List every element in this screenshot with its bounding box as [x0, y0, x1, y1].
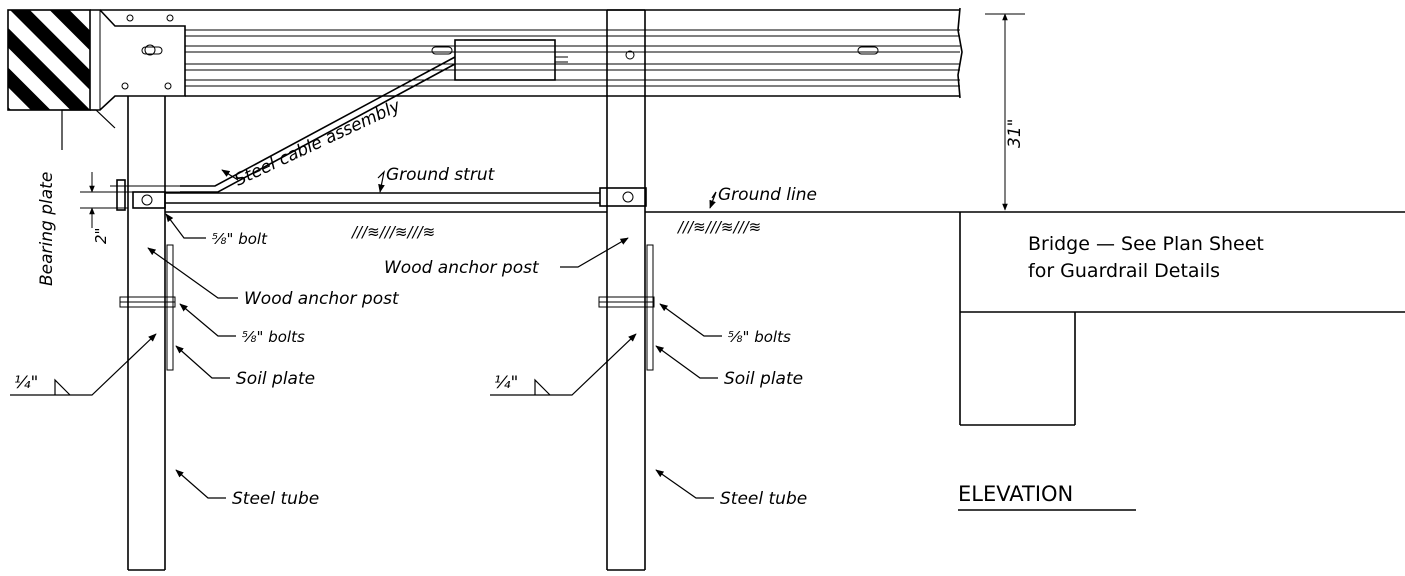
elevation-title: ELEVATION — [958, 482, 1073, 506]
right-wood-post-label: Wood anchor post — [384, 258, 540, 278]
right-soil-plate-label: Soil plate — [724, 369, 803, 389]
bridge-note-line2: for Guardrail Details — [1028, 260, 1220, 282]
left-weld-label: ¼" — [14, 373, 38, 393]
ground-strut-label: Ground strut — [386, 165, 496, 185]
right-bolts-callout: ⅝" bolts — [659, 303, 791, 346]
guardrail-beam — [100, 7, 963, 99]
right-soil-plate-callout: Soil plate — [655, 345, 803, 389]
ground-strut-callout: Ground strut — [377, 165, 496, 193]
left-wood-post-label: Wood anchor post — [244, 289, 400, 309]
dimension-height: 31" — [985, 13, 1025, 211]
bearing-plate-callout: Bearing plate — [37, 109, 116, 286]
ground-line-callout: Ground line — [709, 185, 817, 209]
right-weld-label: ¼" — [494, 373, 518, 393]
bolt-callout: ⅝" bolt — [165, 213, 268, 248]
steel-cable-callout: Steel cable assembly — [221, 96, 405, 191]
bearing-plate-label: Bearing plate — [37, 172, 57, 286]
right-weld-symbol: ¼" — [490, 333, 637, 396]
left-bolts-label: ⅝" bolts — [242, 328, 305, 346]
right-wood-post-callout: Wood anchor post — [384, 237, 629, 278]
right-bolts-label: ⅝" bolts — [728, 328, 791, 346]
left-weld-symbol: ¼" — [10, 333, 157, 396]
left-steel-tube-label: Steel tube — [232, 489, 319, 509]
steel-cable-assembly — [180, 39, 568, 193]
bridge-deck — [959, 212, 1405, 426]
right-wood-post — [606, 9, 646, 571]
left-bolt-assembly — [119, 244, 176, 371]
bridge-note-line1: Bridge — See Plan Sheet — [1028, 233, 1264, 255]
dim-small-text: 2" — [92, 228, 110, 244]
left-wood-post — [127, 96, 166, 571]
bolt-label: ⅝" bolt — [212, 230, 268, 248]
ground-line-label: Ground line — [718, 185, 817, 205]
rail-end-terminal — [7, 9, 186, 111]
ground-hatch-right: ///≋///≋///≋ — [676, 218, 761, 236]
left-wood-post-callout: Wood anchor post — [147, 247, 400, 309]
right-steel-tube-label: Steel tube — [720, 489, 807, 509]
left-soil-plate-callout: Soil plate — [175, 345, 315, 389]
dimension-small: 2" — [80, 172, 128, 244]
steel-cable-label: Steel cable assembly — [232, 96, 405, 191]
left-soil-plate-label: Soil plate — [236, 369, 315, 389]
dim-height-text: 31" — [1005, 119, 1025, 148]
left-bolts-callout: ⅝" bolts — [179, 303, 305, 346]
right-steel-tube-callout: Steel tube — [655, 469, 807, 509]
left-steel-tube-callout: Steel tube — [175, 469, 319, 509]
ground-strut — [132, 187, 647, 209]
ground-hatch-left: ///≋///≋///≋ — [350, 223, 435, 241]
right-bolt-assembly — [598, 244, 655, 371]
